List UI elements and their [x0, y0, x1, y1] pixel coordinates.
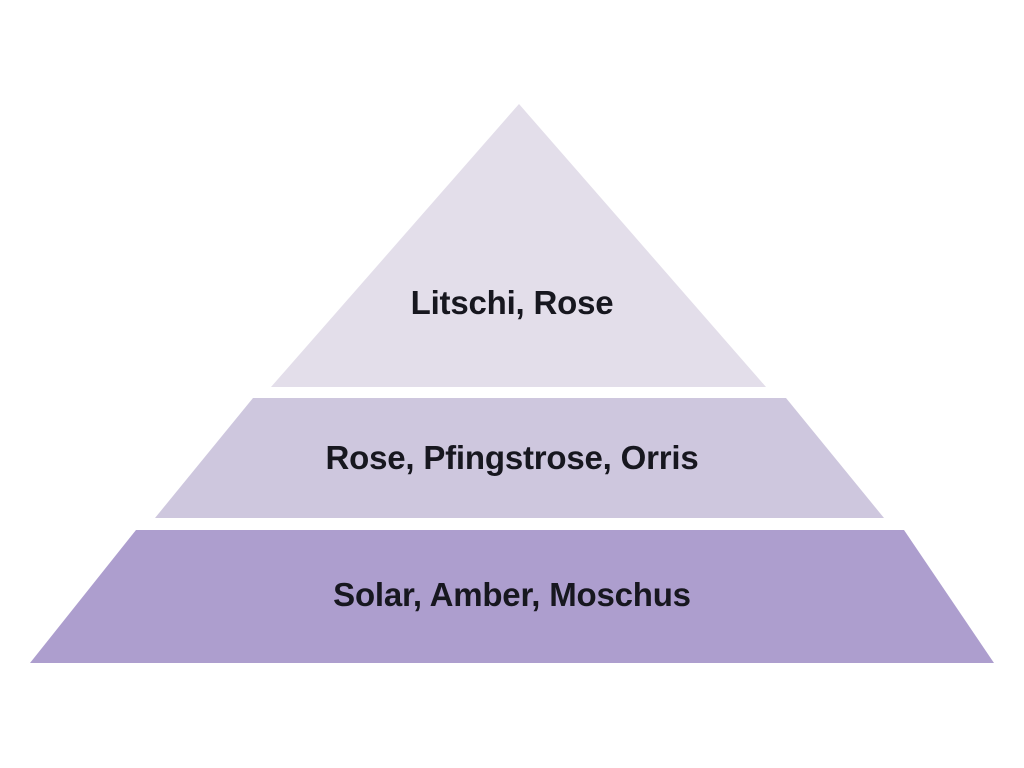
pyramid-tier-middle-label: Rose, Pfingstrose, Orris: [325, 439, 699, 476]
pyramid-tier-top-label: Litschi, Rose: [410, 284, 614, 321]
pyramid-tier-bottom-label: Solar, Amber, Moschus: [333, 576, 691, 613]
pyramid-tier-middle-shape[interactable]: [155, 398, 884, 518]
pyramid-tier-bottom-shape[interactable]: [30, 530, 994, 663]
pyramid-tier-top-shape[interactable]: [271, 104, 766, 387]
